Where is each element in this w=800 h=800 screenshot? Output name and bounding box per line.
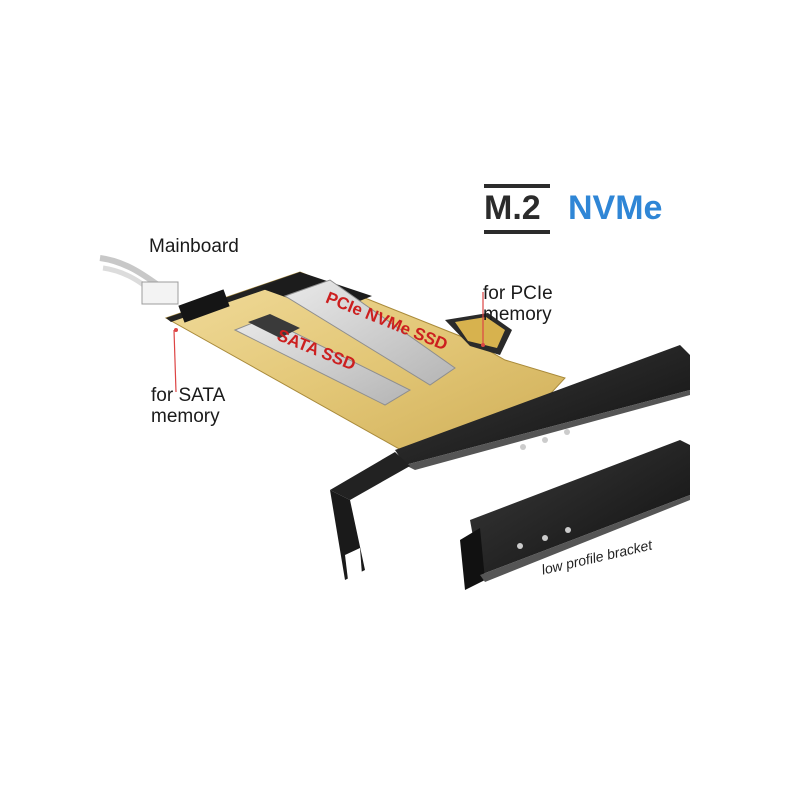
leader-line-sata bbox=[173, 329, 177, 393]
sata-memory-label: for SATA memory bbox=[151, 385, 226, 427]
mainboard-label: Mainboard bbox=[149, 236, 239, 257]
brand-nvme: NVMe bbox=[568, 189, 663, 227]
nvme-ssd bbox=[283, 279, 456, 386]
pcie-memory-label: for PCIe memory bbox=[483, 283, 553, 325]
m2-overline bbox=[484, 184, 550, 188]
full-height-bracket bbox=[330, 345, 690, 580]
sata-cable bbox=[99, 255, 179, 305]
low-profile-bracket bbox=[460, 440, 690, 590]
m2-underline bbox=[484, 230, 550, 234]
brand-m2: M.2 bbox=[484, 189, 541, 227]
